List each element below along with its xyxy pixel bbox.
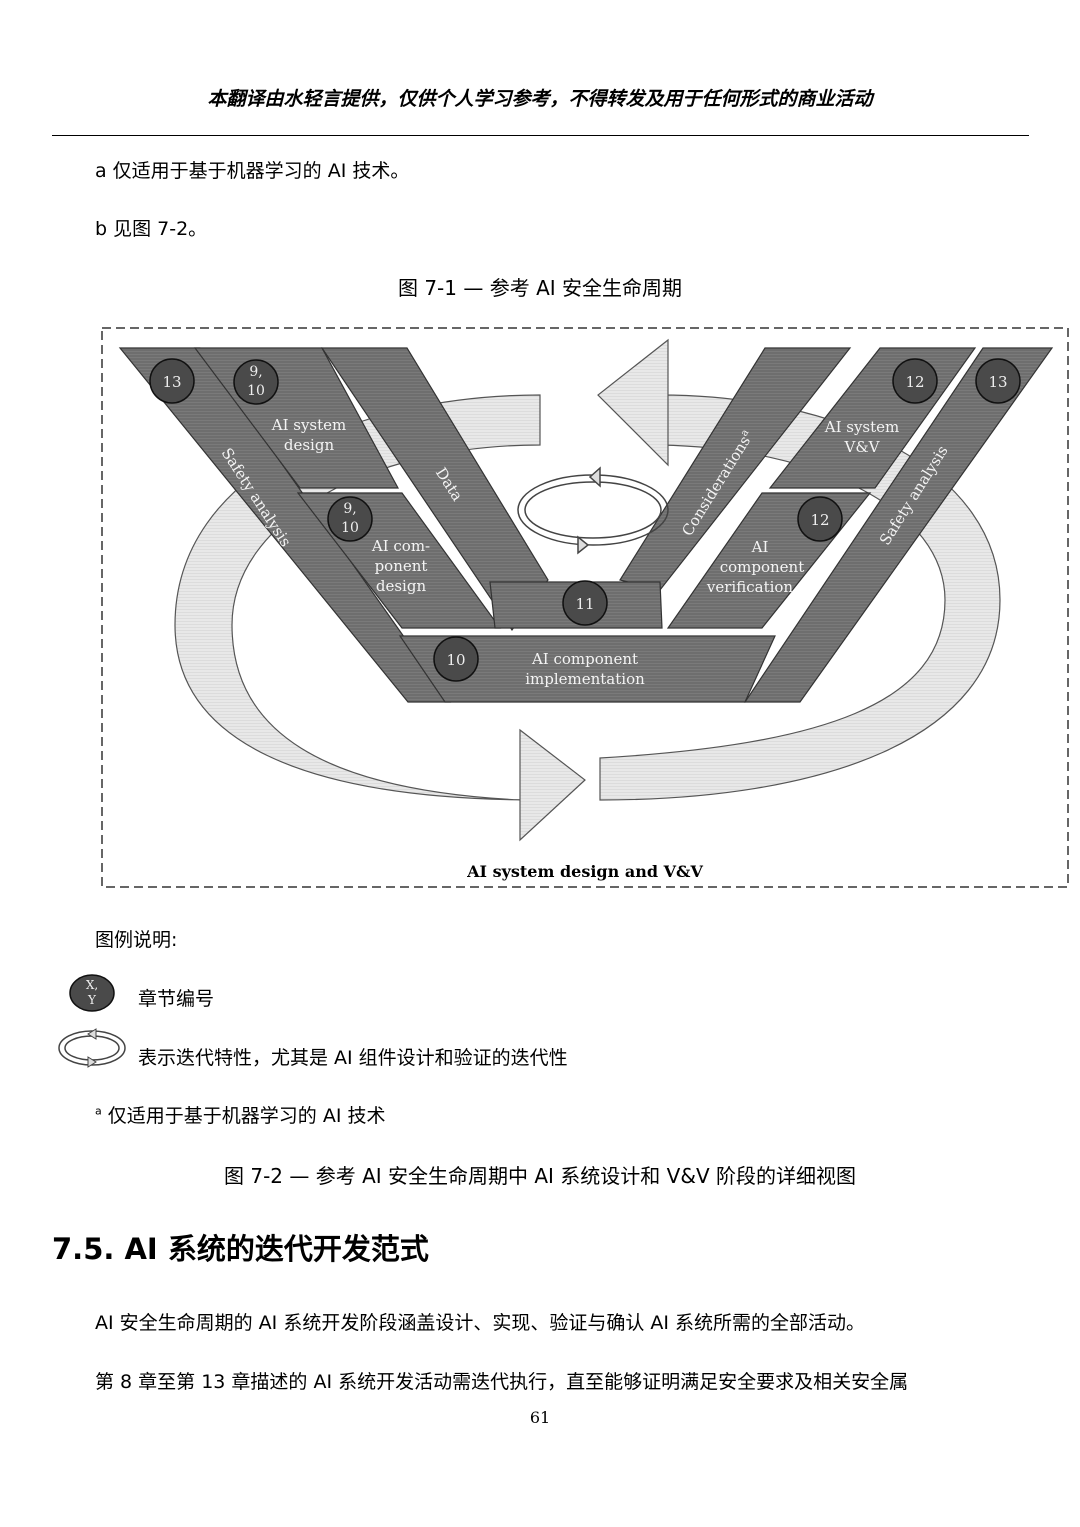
component-design-label-2: ponent	[375, 557, 428, 575]
svg-text:11: 11	[575, 595, 594, 613]
legend-cycle-icon	[58, 1028, 126, 1068]
badge-sysvv-12: 12	[892, 358, 938, 404]
implementation-label-1: AI component	[531, 650, 638, 668]
badge-impl-10: 10	[433, 636, 479, 682]
badge-compdesign-9-10: 9, 10	[327, 496, 373, 542]
note-a: a 仅适用于基于机器学习的 AI 技术。	[95, 160, 410, 182]
header-rule	[52, 135, 1029, 136]
component-verification-label-2: component	[720, 558, 805, 576]
diagram-bottom-label: AI system design and V&V	[466, 862, 703, 881]
header-notice: 本翻译由水轻言提供，仅供个人学习参考，不得转发及用于任何形式的商业活动	[207, 88, 873, 110]
svg-text:13: 13	[988, 373, 1007, 391]
component-design-label-1: AI com-	[371, 537, 430, 555]
legend-title: 图例说明:	[95, 929, 178, 951]
system-design-label-1: AI system	[271, 416, 347, 434]
implementation-label-2: implementation	[525, 670, 645, 688]
legend-footnote: a 仅适用于基于机器学习的 AI 技术	[95, 1101, 385, 1128]
system-design-label-2: design	[284, 436, 335, 454]
svg-text:Y: Y	[87, 993, 97, 1007]
system-vv-label-2: V&V	[843, 438, 880, 456]
legend-badge-icon: X, Y	[69, 974, 115, 1012]
figure1-caption: 图 7-1 — 参考 AI 安全生命周期	[397, 276, 683, 300]
bottom-arrow-head	[519, 728, 586, 842]
svg-text:X,: X,	[86, 978, 98, 992]
footnote-text: 仅适用于基于机器学习的 AI 技术	[107, 1105, 386, 1127]
svg-text:12: 12	[905, 373, 924, 391]
component-verification-label-3: verification	[706, 578, 794, 596]
system-vv-label-1: AI system	[824, 418, 900, 436]
badge-compver-12: 12	[797, 496, 843, 542]
badge-design-9-10: 9, 10	[233, 359, 279, 405]
v-model-diagram: AI system design AI com- ponent design A…	[101, 327, 1069, 888]
top-arrow-head	[597, 338, 669, 467]
chapter-badges: 13 9, 10 9, 10 11 10 12 12 13	[149, 358, 1021, 682]
legend-cycle-text: 表示迭代特性，尤其是 AI 组件设计和验证的迭代性	[138, 1047, 568, 1069]
band-right-safety	[743, 347, 1054, 703]
band-data	[320, 347, 549, 632]
svg-text:9,: 9,	[343, 501, 356, 517]
page-number: 61	[529, 1408, 551, 1427]
svg-text:9,: 9,	[249, 364, 262, 380]
svg-text:10: 10	[446, 651, 465, 669]
svg-text:10: 10	[247, 383, 265, 399]
legend-badge-text: 章节编号	[138, 988, 215, 1010]
svg-text:13: 13	[162, 373, 181, 391]
component-design-label-3: design	[376, 577, 427, 595]
diagram-frame	[101, 327, 1069, 888]
badge-left-13: 13	[149, 358, 195, 404]
iteration-cycle-icon	[517, 466, 669, 555]
footnote-sup: a	[95, 1104, 102, 1118]
svg-text:12: 12	[810, 511, 829, 529]
note-b: b 见图 7-2。	[95, 218, 208, 240]
component-verification-label-1: AI	[751, 538, 769, 556]
body-paragraph-1: AI 安全生命周期的 AI 系统开发阶段涵盖设计、实现、验证与确认 AI 系统所…	[95, 1312, 866, 1334]
section-heading: 7.5. AI 系统的迭代开发范式	[52, 1232, 429, 1266]
band-implementation	[398, 635, 776, 703]
body-paragraph-2: 第 8 章至第 13 章描述的 AI 系统开发活动需迭代执行，直至能够证明满足安…	[95, 1371, 909, 1393]
badge-right-13: 13	[975, 358, 1021, 404]
svg-text:10: 10	[341, 520, 359, 536]
badge-center-11: 11	[562, 580, 608, 626]
figure2-caption: 图 7-2 — 参考 AI 安全生命周期中 AI 系统设计和 V&V 阶段的详细…	[223, 1164, 856, 1188]
